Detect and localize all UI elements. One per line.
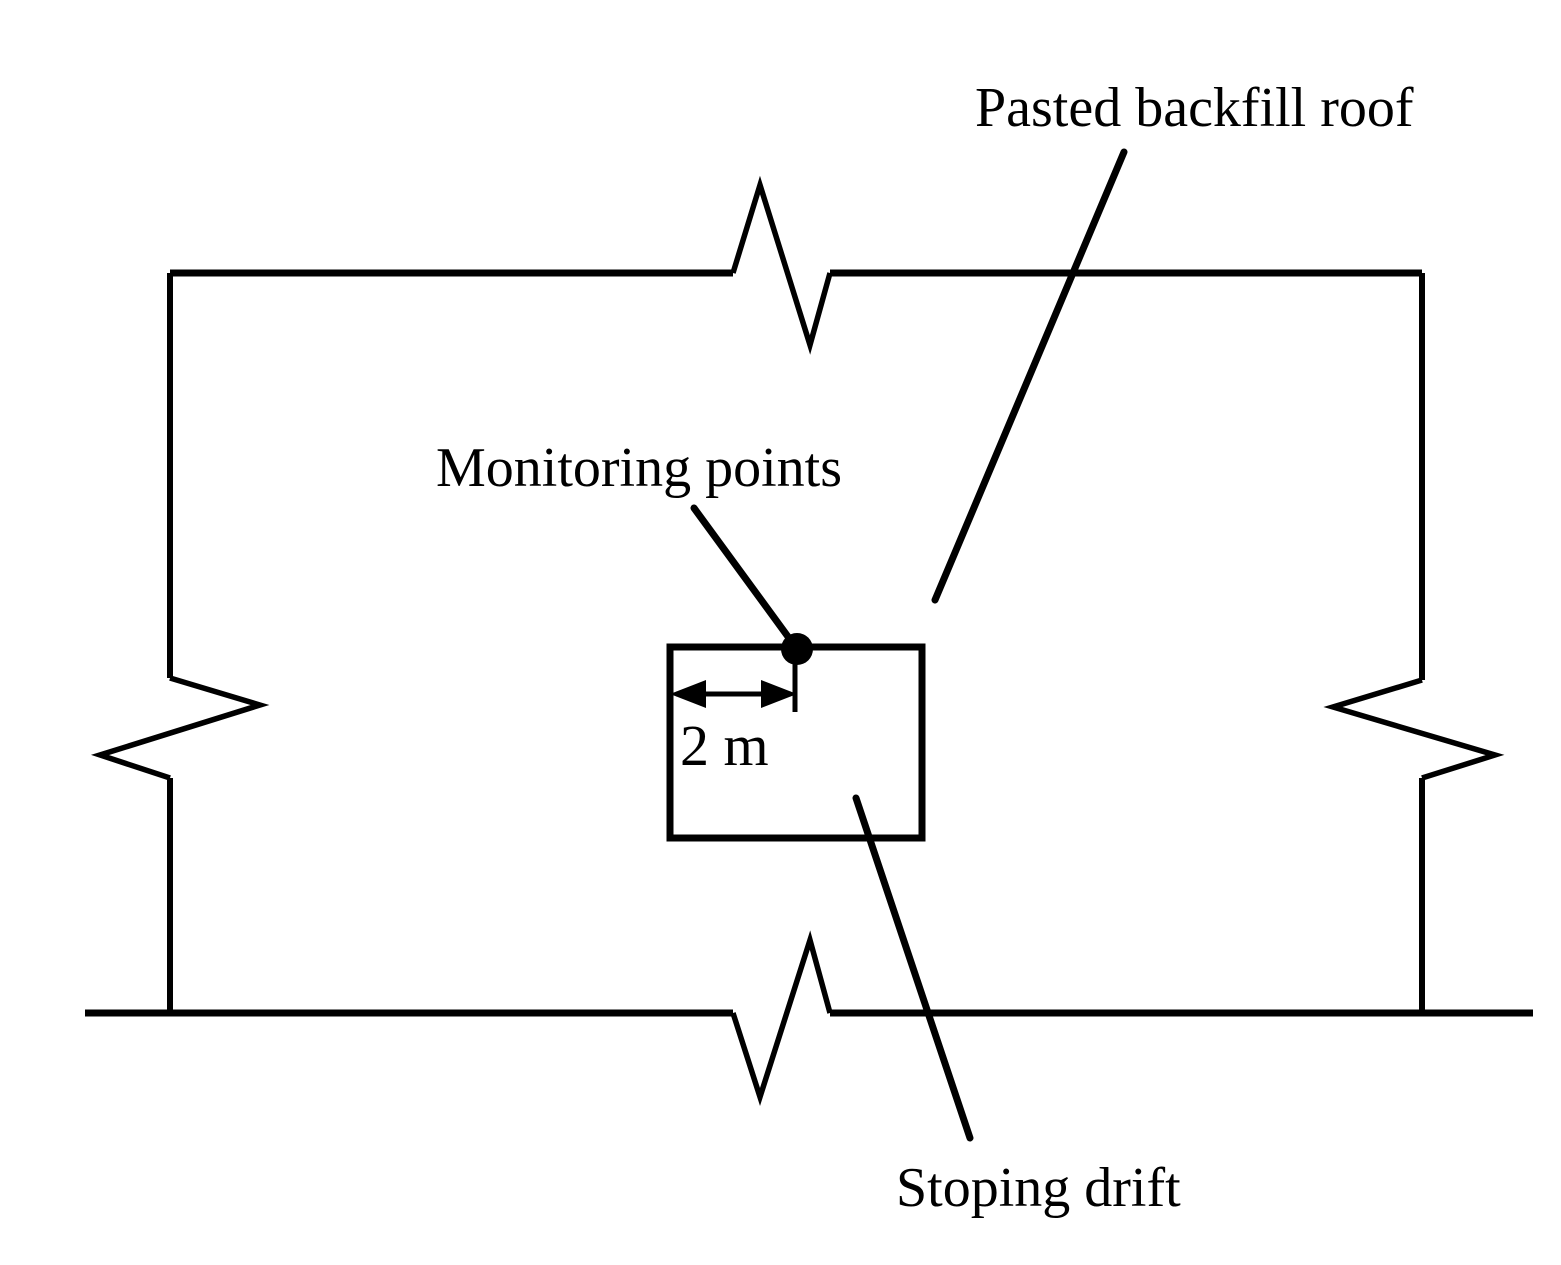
leader-line-monitoring-points bbox=[690, 504, 801, 653]
label-pasted-backfill-roof: Pasted backfill roof bbox=[975, 77, 1414, 139]
dimension-arrow-left-icon bbox=[670, 680, 706, 708]
dimension-arrow-right-icon bbox=[761, 680, 797, 708]
dimension-label-2m: 2 m bbox=[680, 713, 769, 778]
bottom-break-symbol-icon bbox=[730, 930, 833, 1107]
stoping-drift-rectangle bbox=[666, 643, 926, 842]
right-break-symbol-icon bbox=[1323, 677, 1505, 781]
label-stoping-drift: Stoping drift bbox=[896, 1157, 1181, 1219]
top-break-symbol-icon bbox=[730, 175, 833, 355]
leader-line-pasted-backfill-roof bbox=[931, 148, 1128, 604]
left-break-symbol-icon bbox=[90, 675, 270, 781]
label-monitoring-points: Monitoring points bbox=[436, 437, 842, 499]
leader-line-stoping-drift bbox=[852, 794, 974, 1142]
